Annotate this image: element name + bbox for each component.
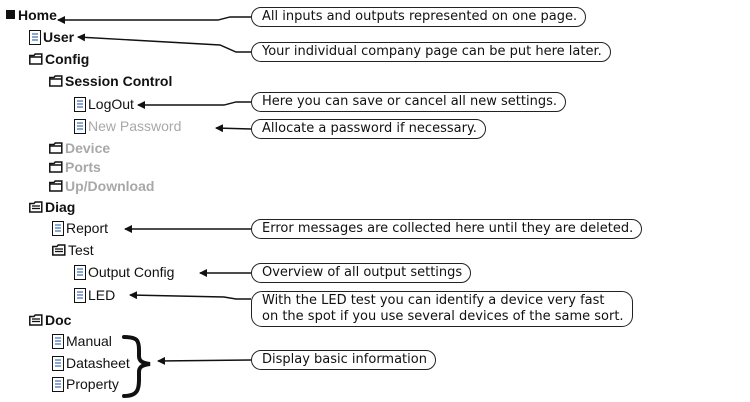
callout-logout-text: Here you can save or cancel all new sett… [262, 94, 558, 109]
tree-label-doc: Doc [45, 312, 72, 328]
tree-node-ports[interactable]: Ports [49, 158, 101, 176]
folder-icon [49, 75, 63, 87]
arrow-user [77, 33, 251, 53]
callout-home-text: All inputs and outputs represented on on… [262, 9, 578, 24]
callout-report: Error messages are collected here until … [251, 219, 643, 239]
folder-icon [29, 53, 43, 65]
callout-user: Your individual company page can be put … [251, 42, 611, 62]
tree-label-manual: Manual [66, 333, 112, 349]
tree-node-report[interactable]: Report [52, 219, 108, 237]
folder-icon [49, 142, 63, 154]
callout-home: All inputs and outputs represented on on… [251, 7, 587, 27]
callout-output-config: Overview of all output settings [251, 263, 472, 283]
tree-node-logout[interactable]: LogOut [74, 95, 134, 113]
callout-new-password-text: Allocate a password if necessary. [262, 121, 477, 136]
tree-label-datasheet: Datasheet [66, 355, 130, 371]
tree-label-config: Config [45, 51, 90, 67]
document-page-icon [74, 264, 86, 280]
document-page-icon [74, 287, 86, 303]
tree-node-diag[interactable]: Diag [29, 198, 75, 216]
tree-label-output-config: Output Config [88, 264, 175, 280]
tree-label-home: Home [18, 7, 57, 23]
tree-label-session-control: Session Control [65, 73, 173, 89]
tree-label-new-password: New Password [88, 118, 182, 134]
brace-doc [122, 335, 151, 398]
tree-node-doc[interactable]: Doc [29, 311, 71, 329]
open-folder-icon [29, 314, 43, 326]
callout-logout: Here you can save or cancel all new sett… [251, 92, 567, 112]
tree-node-test[interactable]: Test [52, 241, 94, 259]
tree-label-diag: Diag [45, 199, 76, 215]
arrow-home [57, 16, 251, 24]
square-bullet-icon [6, 10, 16, 20]
tree-node-device[interactable]: Device [49, 139, 110, 157]
document-page-icon [52, 220, 64, 236]
tree-label-property: Property [66, 376, 119, 392]
callout-user-text: Your individual company page can be put … [262, 44, 602, 59]
tree-node-led[interactable]: LED [74, 286, 115, 304]
tree-label-test: Test [68, 242, 94, 258]
callout-led-text-line1: With the LED test you can identify a dev… [262, 293, 605, 308]
tree-node-output-config[interactable]: Output Config [74, 263, 174, 281]
arrow-logout [137, 101, 251, 109]
tree-node-session-control[interactable]: Session Control [49, 72, 172, 90]
tree-label-device: Device [65, 140, 111, 156]
callout-led: With the LED test you can identify a dev… [251, 291, 633, 327]
tree-label-user: User [43, 29, 75, 45]
open-folder-icon [29, 201, 43, 213]
tree-node-config[interactable]: Config [29, 50, 89, 68]
tree-node-datasheet[interactable]: Datasheet [52, 354, 130, 372]
document-page-icon [74, 96, 86, 112]
tree-node-user[interactable]: User [29, 28, 74, 46]
tree-node-manual[interactable]: Manual [52, 332, 112, 350]
tree-label-ports: Ports [65, 159, 101, 175]
callout-new-password: Allocate a password if necessary. [251, 119, 486, 139]
tree-label-updownload: Up/Download [65, 178, 155, 194]
tree-node-updownload[interactable]: Up/Download [49, 177, 154, 195]
callout-report-text: Error messages are collected here until … [262, 221, 634, 236]
tree-label-led: LED [88, 287, 116, 303]
document-page-icon [29, 29, 41, 45]
arrow-new-password [215, 124, 252, 133]
tree-node-property[interactable]: Property [52, 375, 119, 393]
tree-label-logout: LogOut [88, 96, 134, 112]
document-page-icon [74, 118, 86, 134]
arrow-led [129, 291, 251, 300]
callout-doc-text: Display basic information [262, 352, 427, 367]
document-page-icon [52, 355, 64, 371]
folder-icon [49, 180, 63, 192]
tree-node-home[interactable]: Home [6, 6, 57, 24]
callout-led-text-line2: on the spot if you use several devices o… [262, 309, 624, 324]
folder-icon [49, 161, 63, 173]
tree-node-new-password[interactable]: New Password [74, 117, 181, 135]
open-folder-icon [52, 244, 66, 256]
callout-output-config-text: Overview of all output settings [262, 265, 463, 280]
document-page-icon [52, 333, 64, 349]
arrow-doc [157, 356, 252, 365]
callout-doc: Display basic information [251, 350, 436, 370]
tree-label-report: Report [66, 220, 109, 236]
document-page-icon [52, 376, 64, 392]
